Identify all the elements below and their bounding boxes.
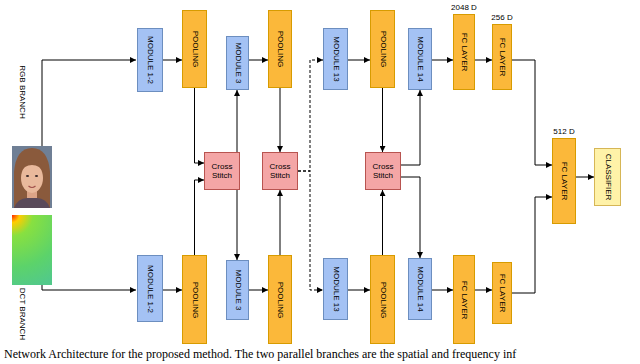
- connector-arrow: [512, 197, 552, 293]
- connector-arrow: [512, 60, 552, 165]
- connector-arrow: [298, 60, 323, 171]
- box-label: FC LAYER: [498, 38, 506, 77]
- connector-arrow: [249, 60, 268, 61]
- dimension-label: 512 D: [553, 128, 574, 136]
- box-label: POOLING: [276, 31, 284, 67]
- pooling-box: POOLING: [268, 10, 292, 88]
- connector-arrow: [382, 190, 383, 255]
- pooling-box: POOLING: [370, 255, 395, 344]
- module-box: MODULE 3: [226, 260, 249, 320]
- box-label: Cross Stitch: [206, 162, 238, 180]
- dimension-label: 2048 D: [451, 4, 477, 12]
- connector-arrow: [348, 60, 370, 61]
- box-label: FC LAYER: [460, 33, 468, 72]
- connector-arrow: [249, 290, 268, 291]
- connector-arrow: [195, 180, 205, 255]
- fc-layer-box: FC LAYER: [552, 138, 576, 224]
- rgb-input-wire: [42, 60, 136, 146]
- fc-layer-box: FC LAYER: [492, 262, 512, 324]
- module-box: MODULE 1-2: [137, 28, 163, 92]
- cross-stitch-box: Cross Stitch: [262, 152, 298, 190]
- pooling-box: POOLING: [370, 10, 395, 88]
- connector-arrow: [280, 88, 281, 152]
- branch-label: DCT BRANCH: [18, 288, 26, 340]
- module-box: MODULE 14: [408, 258, 432, 320]
- box-label: POOLING: [191, 281, 199, 317]
- box-label: MODULE 14: [416, 266, 424, 311]
- box-label: MODULE 3: [234, 270, 242, 311]
- connector-arrow: [401, 177, 420, 258]
- module-box: MODULE 13: [323, 28, 348, 90]
- fc-layer-box: FC LAYER: [453, 255, 475, 344]
- box-label: FC LAYER: [498, 274, 506, 313]
- cross-stitch-box: Cross Stitch: [204, 152, 240, 190]
- box-label: Cross Stitch: [367, 162, 399, 180]
- connector-arrow: [163, 60, 182, 61]
- box-label: MODULE 14: [416, 36, 424, 81]
- pooling-box: POOLING: [182, 255, 207, 344]
- pooling-box: POOLING: [182, 10, 207, 88]
- box-label: POOLING: [379, 281, 387, 317]
- connector-arrow: [382, 88, 383, 152]
- connector-arrow: [401, 90, 420, 165]
- cross-stitch-box: Cross Stitch: [365, 152, 401, 190]
- connector-arrow: [475, 60, 492, 61]
- module-box: MODULE 3: [226, 36, 249, 90]
- box-label: MODULE 3: [234, 43, 242, 84]
- input-wire: [42, 60, 136, 290]
- connector-arrow: [348, 290, 370, 291]
- box-label: CLASSIFIER: [604, 154, 612, 201]
- dct-image: [12, 215, 52, 285]
- box-label: POOLING: [191, 31, 199, 67]
- box-label: MODULE 13: [332, 266, 340, 311]
- branch-label: RGB BRANCH: [18, 65, 26, 118]
- box-label: MODULE 1-2: [146, 36, 154, 84]
- connector-arrow: [576, 177, 594, 178]
- connector-arrow: [237, 190, 238, 260]
- pooling-box: POOLING: [268, 255, 292, 344]
- module-box: MODULE 1-2: [137, 255, 163, 322]
- connector-arrow: [475, 290, 492, 291]
- connector-arrow: [432, 290, 453, 291]
- box-label: FC LAYER: [460, 280, 468, 319]
- connector-arrow: [237, 90, 238, 152]
- connector-arrow: [298, 171, 323, 290]
- connector-arrow: [163, 290, 182, 291]
- classifier-box: CLASSIFIER: [594, 148, 621, 206]
- face-photo: [12, 146, 52, 208]
- connector-arrow: [432, 60, 453, 61]
- box-label: MODULE 1-2: [146, 264, 154, 312]
- fc-layer-box: FC LAYER: [492, 24, 512, 90]
- dimension-label: 256 D: [491, 14, 512, 22]
- box-label: POOLING: [379, 31, 387, 67]
- figure-caption: Network Architecture for the proposed me…: [4, 348, 516, 361]
- connector-arrow: [280, 190, 281, 255]
- module-box: MODULE 13: [323, 258, 348, 320]
- box-label: Cross Stitch: [264, 162, 296, 180]
- box-label: MODULE 13: [332, 36, 340, 81]
- fc-layer-box: FC LAYER: [453, 14, 475, 90]
- box-label: FC LAYER: [560, 162, 568, 201]
- connector-arrow: [195, 88, 205, 163]
- dct-input-wire: [42, 285, 136, 290]
- module-box: MODULE 14: [408, 28, 432, 90]
- box-label: POOLING: [276, 281, 284, 317]
